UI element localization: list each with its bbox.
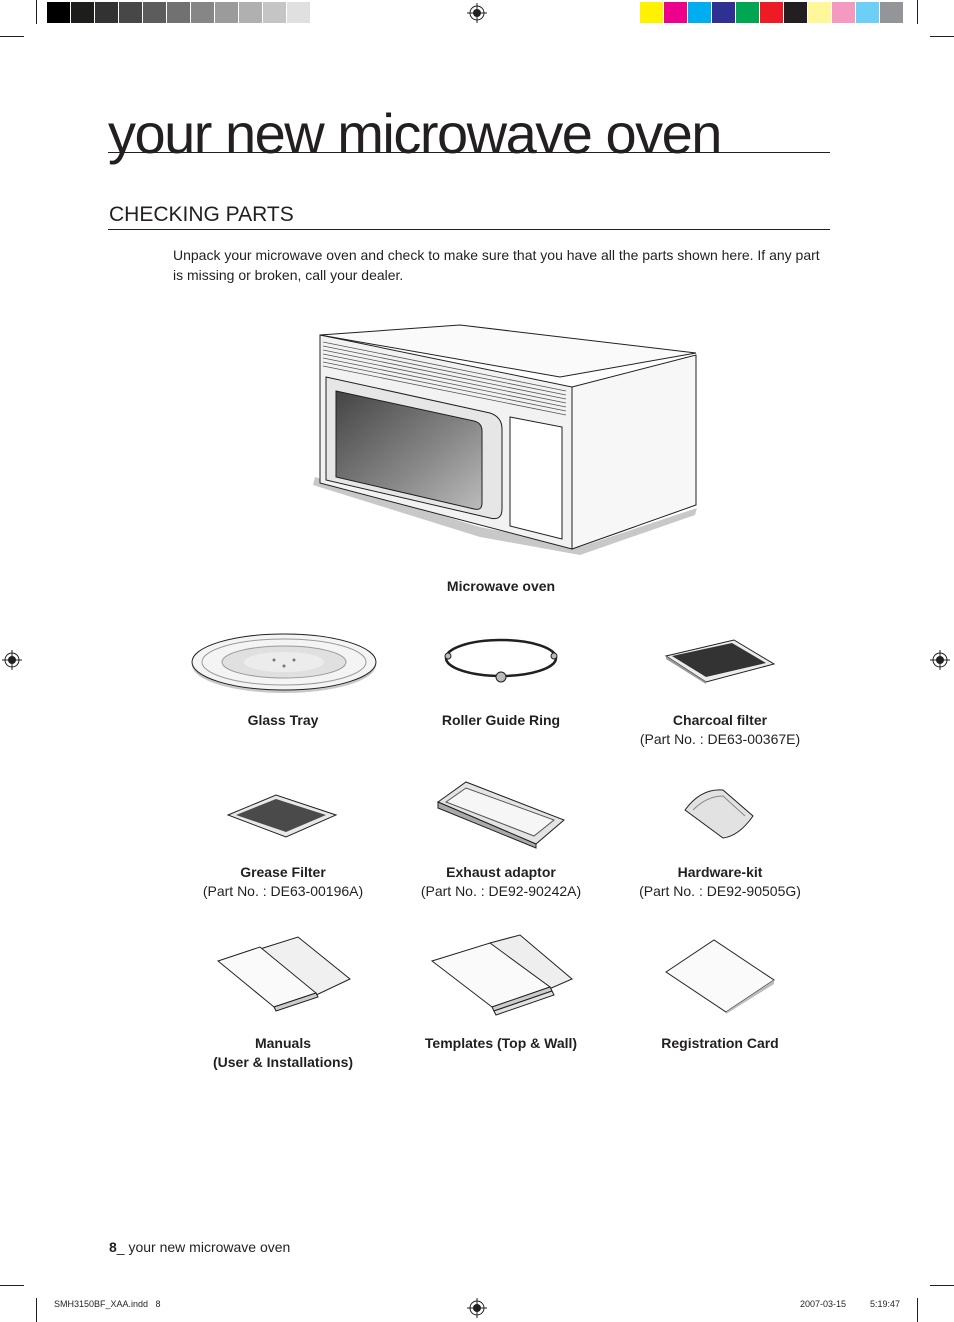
color-swatch bbox=[95, 2, 119, 23]
part-name: Roller Guide Ring bbox=[441, 712, 561, 728]
part-name: Hardware-kit bbox=[677, 864, 763, 880]
color-calibration-bar bbox=[640, 2, 904, 23]
crop-mark bbox=[0, 36, 24, 37]
part-number: (Part No. : DE63-00367E) bbox=[639, 731, 801, 747]
color-swatch bbox=[760, 2, 784, 23]
intro-paragraph: Unpack your microwave oven and check to … bbox=[173, 247, 820, 283]
gray-calibration-bar bbox=[47, 2, 335, 23]
crop-mark bbox=[36, 0, 37, 24]
crop-mark bbox=[917, 0, 918, 24]
grease-filter-image bbox=[226, 794, 338, 838]
crop-mark bbox=[930, 1285, 954, 1286]
registration-target-icon bbox=[930, 650, 950, 670]
manuals-image bbox=[216, 936, 351, 1012]
color-swatch bbox=[880, 2, 904, 23]
part-name: Glass Tray bbox=[247, 712, 319, 728]
caption-templates: Templates (Top & Wall) bbox=[391, 1034, 611, 1053]
registration-target-icon bbox=[467, 1298, 487, 1318]
registration-target-icon bbox=[2, 650, 22, 670]
color-swatch bbox=[263, 2, 287, 23]
page-title: your new microwave oven bbox=[108, 102, 722, 165]
slug-time: 5:19:47 bbox=[870, 1299, 901, 1309]
color-swatch bbox=[736, 2, 760, 23]
glass-tray-image bbox=[191, 633, 377, 693]
caption-grease-filter: Grease Filter (Part No. : DE63-00196A) bbox=[173, 863, 393, 901]
section-heading: CHECKING PARTS bbox=[109, 203, 294, 226]
section-rule bbox=[108, 229, 830, 230]
color-swatch bbox=[640, 2, 664, 23]
caption-exhaust-adaptor: Exhaust adaptor (Part No. : DE92-90242A) bbox=[391, 863, 611, 901]
crop-mark bbox=[930, 36, 954, 37]
color-swatch bbox=[215, 2, 239, 23]
caption-charcoal-filter: Charcoal filter (Part No. : DE63-00367E) bbox=[610, 711, 830, 749]
registration-card-image bbox=[665, 939, 775, 1014]
color-swatch bbox=[191, 2, 215, 23]
part-number: (Part No. : DE92-90242A) bbox=[420, 883, 582, 899]
slug-filename: SMH3150BF_XAA.indd 8 bbox=[54, 1299, 161, 1309]
exhaust-adaptor-image bbox=[436, 781, 565, 849]
part-name: Grease Filter bbox=[240, 864, 326, 880]
part-subtitle: (User & Installations) bbox=[212, 1054, 354, 1070]
color-swatch bbox=[47, 2, 71, 23]
crop-mark bbox=[917, 1298, 918, 1322]
color-swatch bbox=[832, 2, 856, 23]
part-name: Charcoal filter bbox=[672, 712, 768, 728]
templates-image bbox=[430, 934, 573, 1016]
color-swatch bbox=[784, 2, 808, 23]
caption-microwave-oven: Microwave oven bbox=[391, 577, 611, 596]
page-footer-label: _ your new microwave oven bbox=[116, 1239, 291, 1255]
part-name: Microwave oven bbox=[446, 578, 556, 594]
page-footer: 8_ your new microwave oven bbox=[109, 1239, 290, 1255]
color-swatch bbox=[239, 2, 263, 23]
part-name: Templates (Top & Wall) bbox=[424, 1035, 578, 1051]
caption-manuals: Manuals (User & Installations) bbox=[173, 1034, 393, 1072]
color-swatch bbox=[808, 2, 832, 23]
caption-registration-card: Registration Card bbox=[610, 1034, 830, 1053]
part-number: (Part No. : DE92-90505G) bbox=[639, 883, 801, 899]
part-name: Manuals bbox=[254, 1035, 311, 1051]
crop-mark bbox=[0, 1285, 24, 1286]
color-swatch bbox=[119, 2, 143, 23]
page-number: 8 bbox=[109, 1239, 117, 1255]
registration-target-icon bbox=[467, 3, 487, 23]
color-swatch bbox=[688, 2, 712, 23]
color-swatch bbox=[712, 2, 736, 23]
caption-glass-tray: Glass Tray bbox=[173, 711, 393, 730]
color-swatch bbox=[664, 2, 688, 23]
microwave-oven-image bbox=[313, 324, 697, 555]
caption-hardware-kit: Hardware-kit (Part No. : DE92-90505G) bbox=[610, 863, 830, 901]
part-number: (Part No. : DE63-00196A) bbox=[202, 883, 364, 899]
title-rule bbox=[108, 152, 830, 153]
part-name: Exhaust adaptor bbox=[446, 864, 556, 880]
roller-guide-ring-image bbox=[444, 638, 558, 683]
color-swatch bbox=[856, 2, 880, 23]
color-swatch bbox=[167, 2, 191, 23]
slug-date: 2007-03-15 bbox=[800, 1299, 847, 1309]
color-swatch bbox=[311, 2, 335, 23]
color-swatch bbox=[71, 2, 95, 23]
crop-mark bbox=[36, 1298, 37, 1322]
color-swatch bbox=[143, 2, 167, 23]
charcoal-filter-image bbox=[664, 639, 776, 684]
part-name: Registration Card bbox=[661, 1035, 779, 1051]
color-swatch bbox=[287, 2, 311, 23]
caption-roller-guide-ring: Roller Guide Ring bbox=[391, 711, 611, 730]
hardware-kit-image bbox=[684, 789, 754, 839]
